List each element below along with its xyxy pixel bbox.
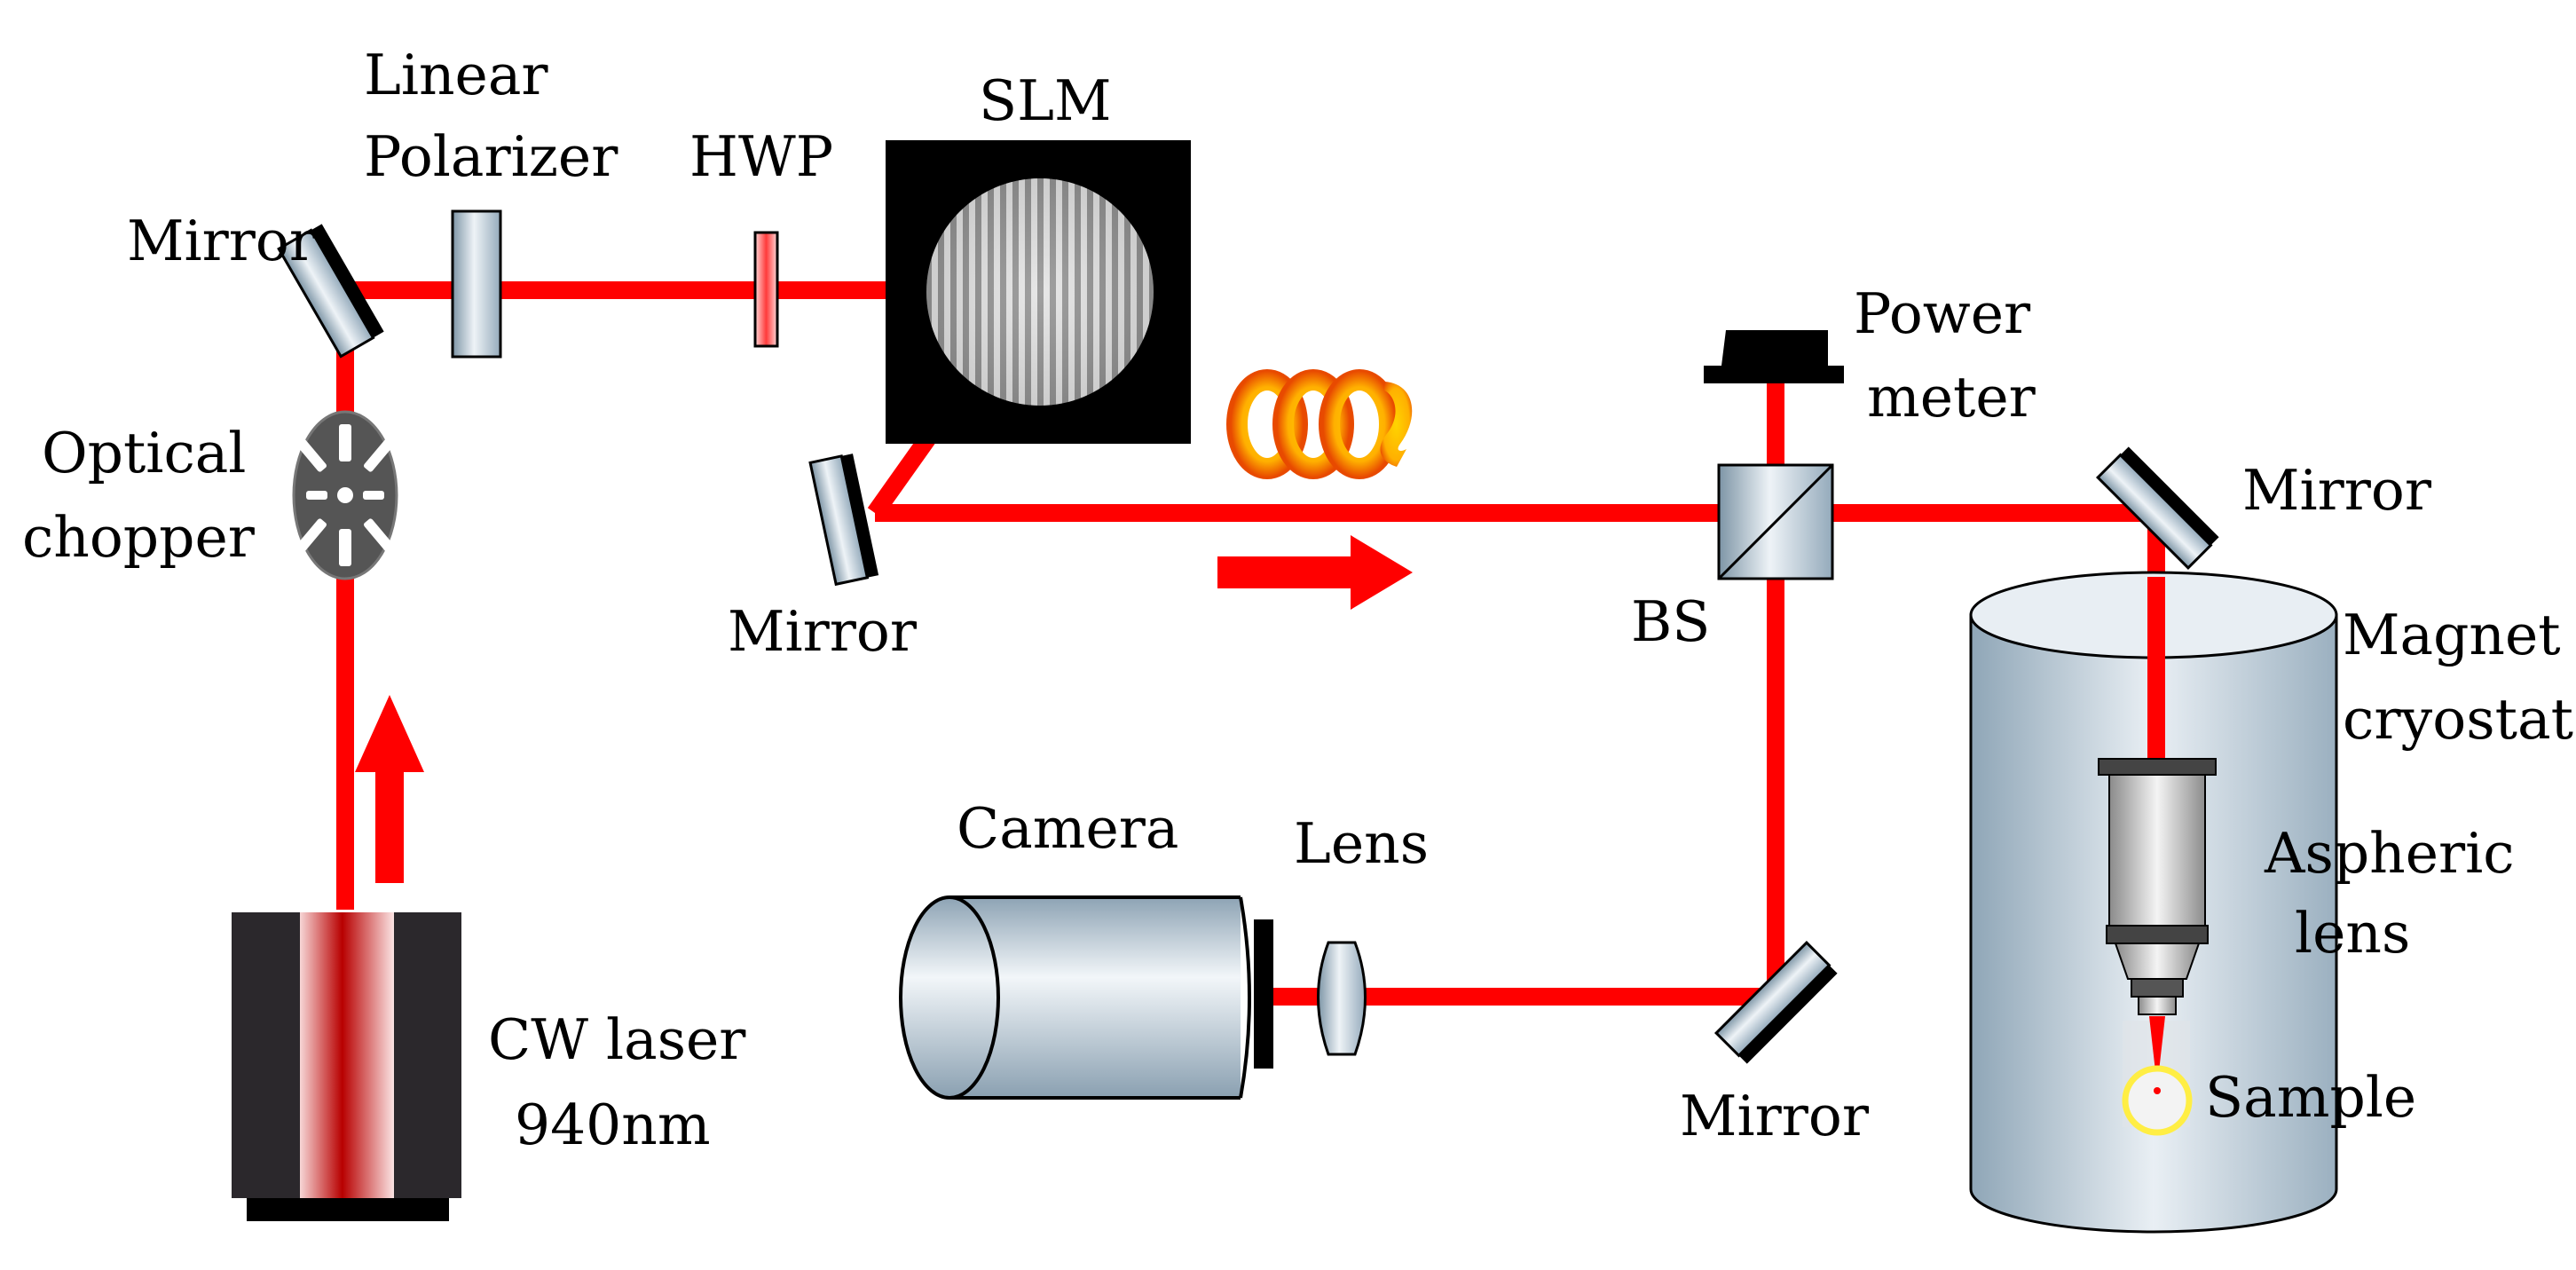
label-mirror-slm: Mirror	[728, 599, 918, 664]
mirror-top-left	[277, 224, 384, 359]
label-cw-laser-line1: CW laser	[488, 1007, 746, 1072]
labels: Linear Polarizer HWP SLM Mirror Optical …	[22, 43, 2573, 1157]
beam-splitter	[1717, 463, 1834, 580]
linear-polarizer	[451, 209, 502, 359]
half-wave-plate	[753, 231, 779, 348]
mirror-right	[2095, 446, 2219, 571]
label-aspheric-lens-line1: Aspheric	[2264, 821, 2515, 886]
camera	[899, 895, 1273, 1100]
cw-laser	[232, 912, 461, 1221]
laser-aperture	[300, 912, 394, 1198]
label-bs: BS	[1631, 589, 1710, 654]
label-sample: Sample	[2205, 1065, 2416, 1130]
vortex-beam-icon	[1226, 369, 1413, 479]
power-meter	[1704, 330, 1844, 383]
label-mirror-right: Mirror	[2242, 458, 2432, 523]
imaging-lens	[1317, 941, 1367, 1056]
label-power-meter-line1: Power	[1854, 281, 2031, 346]
mirror-slm	[808, 454, 879, 587]
laser-base	[247, 1198, 449, 1221]
spatial-light-modulator	[886, 140, 1191, 444]
beam-direction-arrow-right-icon	[1217, 535, 1413, 610]
label-mirror-bottom: Mirror	[1680, 1084, 1870, 1148]
label-aspheric-lens-line2: lens	[2295, 901, 2410, 966]
label-linear-polarizer-line1: Linear	[364, 43, 548, 107]
label-slm: SLM	[979, 68, 1112, 133]
label-linear-polarizer-line2: Polarizer	[364, 124, 618, 189]
label-power-meter-line2: meter	[1867, 365, 2036, 430]
optical-chopper-icon	[292, 410, 398, 580]
label-hwp: HWP	[689, 124, 833, 189]
label-optical-chopper-line2: chopper	[22, 505, 256, 570]
label-magnet-cryostat-line2: cryostat	[2343, 687, 2573, 752]
beam-direction-arrow-up-icon	[355, 695, 424, 883]
label-optical-chopper-line1: Optical	[42, 421, 246, 485]
label-mirror-top-left: Mirror	[127, 209, 317, 273]
label-lens: Lens	[1294, 811, 1429, 876]
label-magnet-cryostat-line1: Magnet	[2343, 603, 2561, 667]
label-camera: Camera	[957, 796, 1178, 861]
label-cw-laser-line2: 940nm	[515, 1093, 711, 1157]
aspheric-lens-objective	[2098, 758, 2217, 1015]
mirror-bottom	[1713, 940, 1838, 1064]
sample	[2122, 1065, 2193, 1136]
